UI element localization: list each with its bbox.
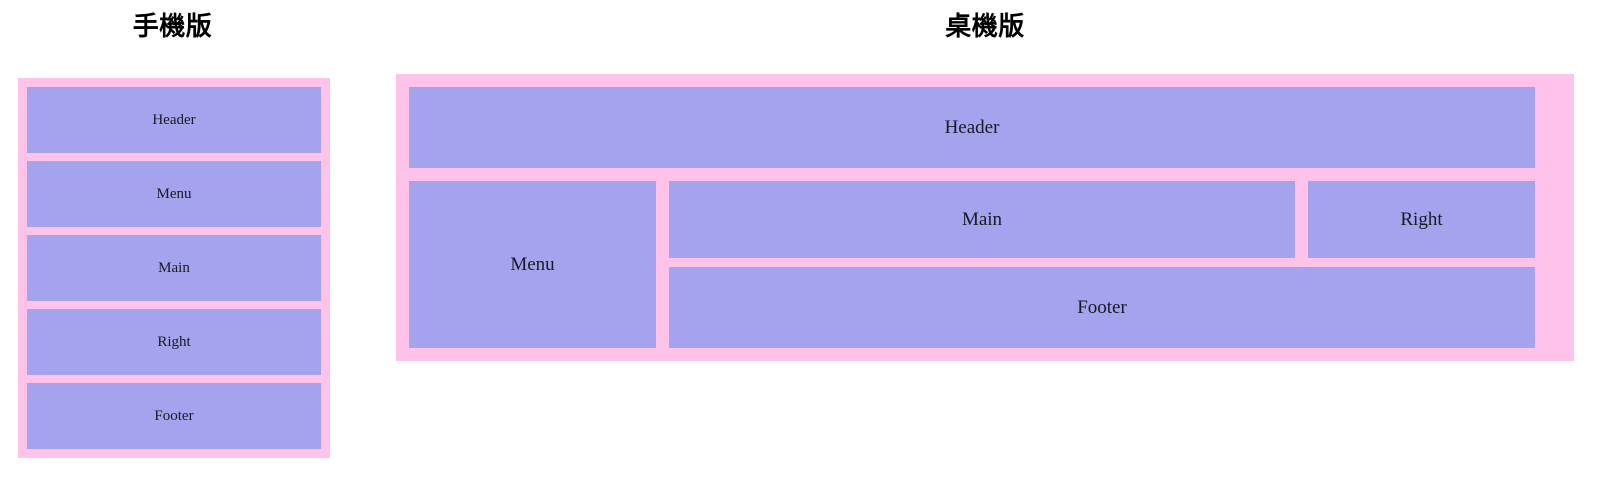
mobile-block-main: Main <box>27 235 321 301</box>
mobile-block-header: Header <box>27 87 321 153</box>
mobile-layout-title: 手機版 <box>132 11 213 41</box>
desktop-layout-wireframe: Header Menu Main Right Footer <box>396 74 1574 361</box>
mobile-block-menu: Menu <box>27 161 321 227</box>
desktop-block-header: Header <box>409 87 1535 168</box>
mobile-block-right: Right <box>27 309 321 375</box>
desktop-block-main: Main <box>669 181 1295 258</box>
desktop-block-footer: Footer <box>669 267 1535 348</box>
mobile-block-footer: Footer <box>27 383 321 449</box>
desktop-block-right: Right <box>1308 181 1535 258</box>
desktop-block-menu: Menu <box>409 181 656 348</box>
mobile-layout-wireframe: Header Menu Main Right Footer <box>18 78 330 458</box>
desktop-layout-title: 桌機版 <box>945 11 1025 41</box>
desktop-layout-grid: Header Menu Main Right Footer <box>409 87 1561 348</box>
